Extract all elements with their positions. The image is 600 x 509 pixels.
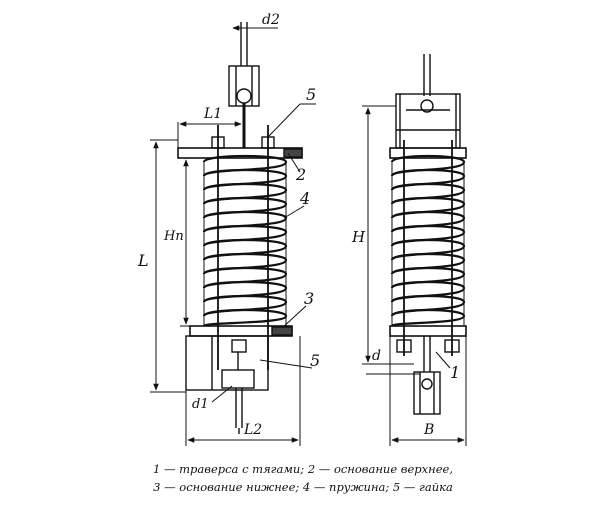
label-h: H [351, 228, 366, 246]
label-d1: d1 [192, 397, 209, 412]
label-l: L [137, 251, 149, 270]
caption-line-2: 3 — основание нижнее; 4 — пружина; 5 — г… [153, 480, 453, 494]
figure-caption: 1 — траверса с тягами; 2 — основание вер… [118, 460, 488, 496]
label-d2: d2 [262, 12, 280, 28]
callout-5-top: 5 [306, 85, 316, 104]
left-view [177, 22, 303, 434]
label-b: B [423, 422, 434, 438]
callout-3: 3 [304, 289, 314, 308]
label-l1: L1 [203, 106, 222, 122]
dimension-labels: d2 L1 L Hn d1 L2 H d B [137, 12, 434, 438]
callout-1: 1 [450, 363, 460, 382]
spring-right [390, 154, 466, 328]
spring-left [202, 154, 288, 328]
callout-5-bottom: 5 [310, 351, 320, 370]
callout-2: 2 [295, 165, 306, 184]
label-d: d [372, 348, 381, 364]
label-hn: Hn [163, 229, 184, 244]
callout-4: 4 [299, 189, 310, 208]
caption-line-1: 1 — траверса с тягами; 2 — основание вер… [153, 462, 453, 476]
right-view-dimensions [362, 105, 467, 446]
label-l2: L2 [243, 422, 262, 438]
callout-numbers: 5 2 4 3 5 1 [295, 85, 460, 382]
right-view [389, 54, 467, 415]
left-view-dimensions [150, 25, 316, 446]
